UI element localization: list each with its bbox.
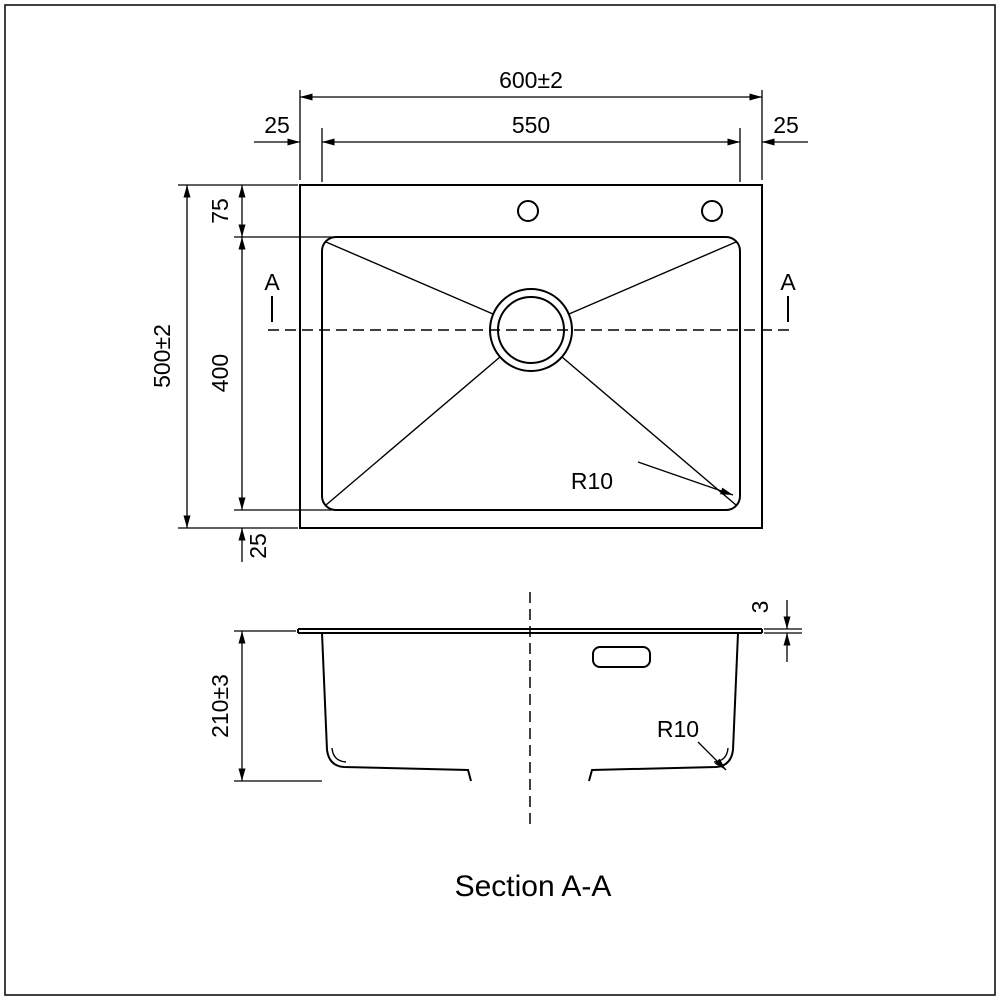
corner-radius-callout-top: R10 (571, 461, 734, 496)
dim-right-margin-label: 25 (773, 112, 799, 138)
overflow-hole (592, 646, 651, 668)
dim-bottom-margin: 25 (238, 528, 271, 562)
section-marker-right-label: A (780, 269, 796, 295)
dim-left-margin-label: 25 (264, 112, 290, 138)
diagonal-top-right (568, 241, 737, 315)
bowl-profile-left (321, 632, 472, 782)
faucet-hole-left (517, 200, 539, 222)
dim-overall-width: 600±2 (299, 67, 763, 180)
diagonal-bottom-right (561, 356, 737, 506)
dim-overall-height: 500±2 (149, 184, 298, 529)
bowl-thickness-left (331, 747, 347, 763)
dim-bottom-margin-label: 25 (245, 533, 271, 559)
dim-top-margin-label: 75 (207, 198, 233, 224)
drawing-border (4, 4, 996, 996)
dim-depth: 210±3 (207, 630, 322, 782)
dim-top-margin: 75 (207, 185, 332, 238)
section-marker-left-label: A (264, 269, 280, 295)
dim-rim-height-label: 3 (747, 601, 773, 614)
corner-radius-section-label: R10 (657, 716, 699, 742)
diagonal-bottom-left (325, 356, 501, 506)
faucet-hole-right (701, 200, 723, 222)
dim-bowl-height-label: 400 (207, 354, 233, 392)
section-caption: Section A-A (455, 870, 612, 903)
dim-inner-width-label: 550 (512, 112, 550, 138)
dim-depth-label: 210±3 (207, 674, 233, 738)
corner-radius-callout-section: R10 (657, 716, 727, 771)
sink-bowl-rect (321, 236, 741, 511)
top-view: A A 600±2 550 25 25 500±2 (149, 67, 808, 562)
section-view: 210±3 3 R10 Section A-A (207, 592, 802, 903)
diagonal-top-left (325, 241, 494, 315)
dim-overall-width-label: 600±2 (499, 67, 563, 93)
dim-overall-height-label: 500±2 (149, 324, 175, 388)
sink-outer-rect (299, 184, 763, 529)
dim-rim-height: 3 (747, 600, 802, 662)
dim-inner-width: 550 25 25 (254, 112, 808, 182)
corner-radius-top-label: R10 (571, 468, 613, 494)
dim-bowl-height: 400 (207, 237, 332, 511)
